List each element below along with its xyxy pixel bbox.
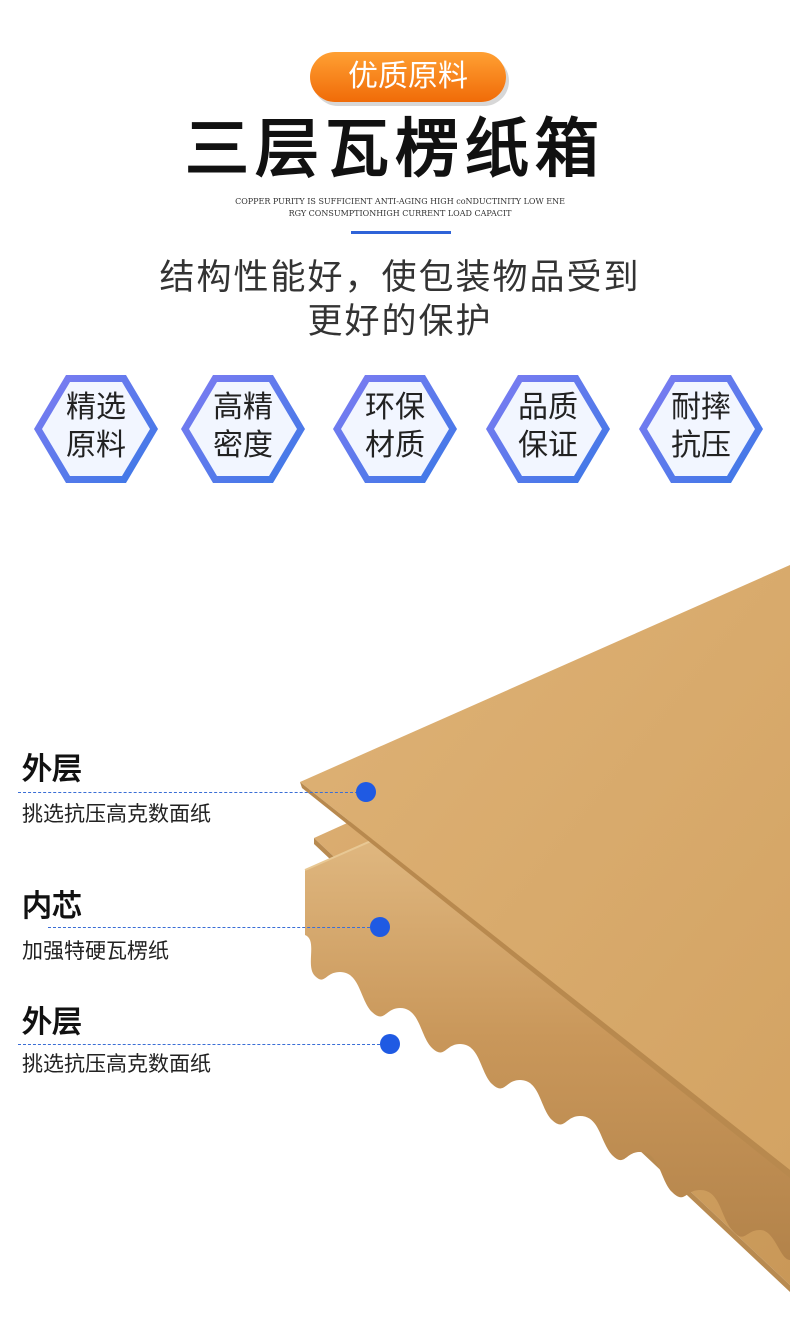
marker-dot: [356, 782, 376, 802]
hexagon-icon: [181, 375, 305, 483]
feature-hex-5: 耐摔 抗压: [637, 373, 765, 485]
tagline-line-1: 结构性能好，使包装物品受到: [159, 258, 641, 298]
layer-desc-core: 加强特硬瓦楞纸: [22, 939, 169, 963]
hexagon-icon: [34, 375, 158, 483]
english-subtitle-line-1: COPPER PURITY IS SUFFICIENT ANTI-AGING H…: [235, 197, 565, 206]
feature-text: 环保 材质: [331, 389, 459, 465]
tagline-line-2: 更好的保护: [307, 302, 493, 342]
english-subtitle: COPPER PURITY IS SUFFICIENT ANTI-AGING H…: [230, 196, 570, 220]
hexagon-icon: [333, 375, 457, 483]
feature-line-1: 环保: [365, 390, 425, 425]
layer-desc-outer-top: 挑选抗压高克数面纸: [22, 802, 211, 826]
feature-line-1: 高精: [213, 390, 273, 425]
page-title: 三层瓦楞纸箱: [185, 113, 605, 187]
layer-label-outer-top: 外层: [22, 752, 82, 787]
feature-hex-1: 精选 原料: [32, 373, 160, 485]
feature-text: 品质 保证: [484, 389, 612, 465]
title-underline: [351, 231, 451, 234]
feature-text: 精选 原料: [32, 389, 160, 465]
quality-badge: 优质原料: [310, 52, 506, 102]
top-liner: [300, 565, 790, 1170]
marker-dot: [380, 1034, 400, 1054]
feature-line-2: 密度: [213, 428, 273, 463]
english-subtitle-line-2: RGY CONSUMPTIONHIGH CURRENT LOAD CAPACIT: [288, 209, 512, 218]
tagline: 结构性能好，使包装物品受到 更好的保护: [100, 256, 700, 344]
leader-line: [18, 792, 358, 793]
hexagon-icon: [486, 375, 610, 483]
feature-text: 耐摔 抗压: [637, 389, 765, 465]
feature-hex-4: 品质 保证: [484, 373, 612, 485]
feature-line-1: 精选: [66, 390, 126, 425]
feature-hex-2: 高精 密度: [179, 373, 307, 485]
layer-label-core: 内芯: [22, 889, 82, 924]
feature-line-1: 耐摔: [671, 390, 731, 425]
feature-line-2: 材质: [365, 428, 425, 463]
marker-dot: [370, 917, 390, 937]
feature-line-1: 品质: [518, 390, 578, 425]
feature-hex-3: 环保 材质: [331, 373, 459, 485]
feature-line-2: 抗压: [671, 428, 731, 463]
feature-text: 高精 密度: [179, 389, 307, 465]
hexagon-icon: [639, 375, 763, 483]
feature-line-2: 原料: [66, 428, 126, 463]
leader-line: [48, 927, 370, 928]
feature-line-2: 保证: [518, 428, 578, 463]
leader-line: [18, 1044, 380, 1045]
layer-label-outer-bottom: 外层: [22, 1005, 82, 1040]
layer-desc-outer-bottom: 挑选抗压高克数面纸: [22, 1052, 211, 1076]
corrugated-board-illustration: [300, 565, 790, 1292]
